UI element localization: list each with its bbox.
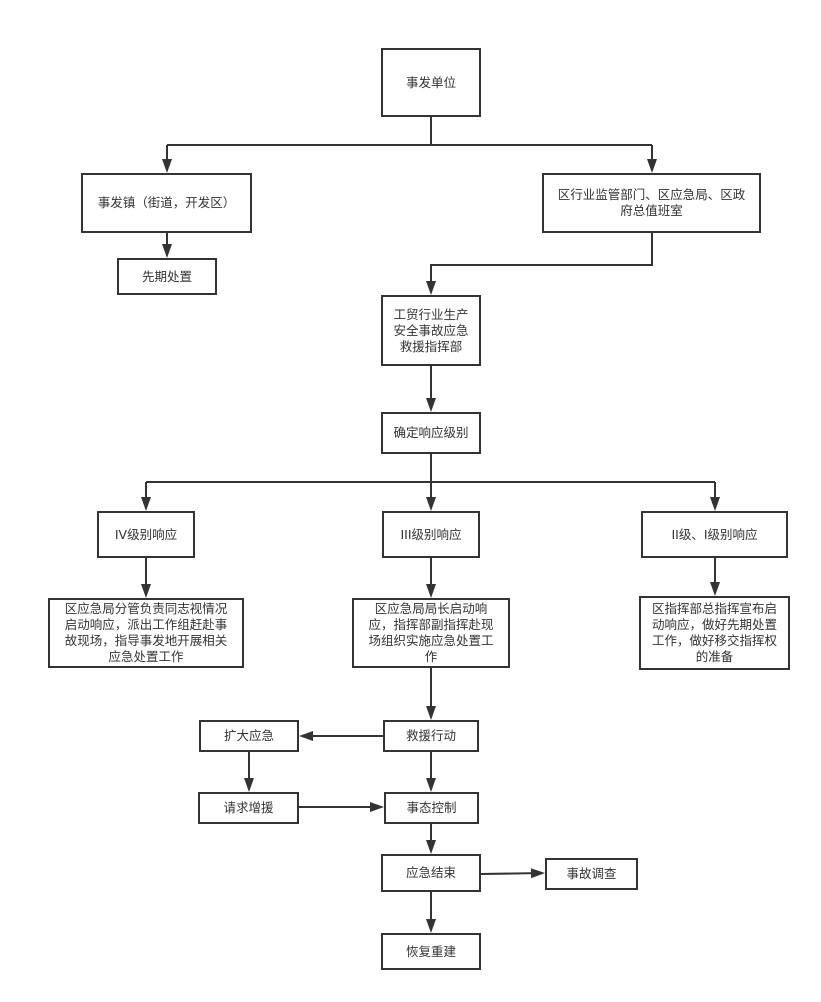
node-request: 请求增援 bbox=[198, 792, 299, 824]
node-label: 工作，做好移交指挥权 bbox=[651, 633, 777, 648]
arrowhead-icon bbox=[370, 802, 384, 812]
arrowhead-icon bbox=[299, 731, 313, 741]
node-l21: II级、I级别响应 bbox=[641, 511, 788, 558]
arrowhead-icon bbox=[426, 778, 436, 792]
node-label: 救援行动 bbox=[405, 728, 456, 743]
node-label: 府总值班室 bbox=[620, 203, 683, 218]
arrowhead-icon bbox=[710, 497, 720, 511]
node-label: 场组织实施应急处置工 bbox=[368, 633, 494, 648]
node-prior: 先期处置 bbox=[117, 258, 217, 295]
arrowhead-icon bbox=[426, 584, 436, 598]
node-label: 的准备 bbox=[695, 649, 734, 664]
arrowhead-icon bbox=[141, 497, 151, 511]
node-label: 工贸行业生产 bbox=[393, 306, 469, 322]
node-hq: 工贸行业生产安全事故应急救援指挥部 bbox=[381, 295, 481, 366]
node-label: 确定响应级别 bbox=[393, 425, 469, 440]
node-label: 应急结束 bbox=[405, 865, 456, 880]
node-l4d: 区应急局分管负责同志视情况启动响应，派出工作组赶赴事故现场，指导事发地开展相关应… bbox=[48, 598, 244, 668]
node-label: 区指挥部总指挥宣布启 bbox=[651, 601, 777, 616]
node-label: IV级别响应 bbox=[114, 526, 178, 542]
node-label: 启动响应，派出工作组赶赴事 bbox=[64, 617, 228, 632]
node-rebuild: 恢复重建 bbox=[381, 933, 481, 970]
node-source: 事发单位 bbox=[381, 48, 481, 117]
node-label: 区行业监管部门、区应急局、区政 bbox=[557, 187, 746, 202]
node-level: 确定响应级别 bbox=[381, 412, 481, 454]
node-control: 事态控制 bbox=[384, 792, 479, 824]
node-l21d: 区指挥部总指挥宣布启动响应，做好先期处置工作，做好移交指挥权的准备 bbox=[639, 596, 790, 670]
node-label: 作 bbox=[424, 649, 438, 664]
node-label: 先期处置 bbox=[141, 268, 192, 284]
arrowhead-icon bbox=[162, 159, 172, 173]
connector-line bbox=[430, 233, 653, 285]
node-end: 应急结束 bbox=[381, 854, 481, 892]
node-label: 故现场，指导事发地开展相关 bbox=[64, 633, 228, 648]
arrowhead-icon bbox=[244, 778, 254, 792]
node-label: 扩大应急 bbox=[223, 728, 274, 743]
node-label: 救援指挥部 bbox=[399, 338, 463, 354]
node-expand: 扩大应急 bbox=[199, 720, 299, 752]
node-town: 事发镇（街道，开发区） bbox=[81, 173, 252, 233]
arrowhead-icon bbox=[426, 919, 436, 933]
node-label: 区应急局分管负责同志视情况 bbox=[64, 601, 228, 616]
arrowhead-icon bbox=[162, 244, 172, 258]
node-label: 事故调查 bbox=[566, 866, 617, 881]
node-label: 安全事故应急 bbox=[393, 322, 469, 338]
node-label: 动响应，做好先期处置 bbox=[651, 617, 777, 632]
node-investigate: 事故调查 bbox=[545, 858, 638, 890]
node-rescue: 救援行动 bbox=[383, 720, 479, 752]
node-label: 事发单位 bbox=[405, 74, 456, 90]
arrowhead-icon bbox=[710, 582, 720, 596]
arrowhead-icon bbox=[141, 584, 151, 598]
node-district: 区行业监管部门、区应急局、区政府总值班室 bbox=[542, 173, 761, 233]
node-label: 区应急局局长启动响 bbox=[374, 601, 488, 616]
arrowhead-icon bbox=[426, 497, 436, 511]
node-l3: III级别响应 bbox=[382, 511, 480, 558]
node-label: 应，指挥部副指挥赴现 bbox=[368, 617, 494, 632]
node-label: 请求增援 bbox=[223, 800, 274, 815]
node-label: 事发镇（街道，开发区） bbox=[97, 195, 236, 210]
node-label: 恢复重建 bbox=[405, 943, 456, 959]
arrowhead-icon bbox=[647, 159, 657, 173]
arrowhead-icon bbox=[426, 398, 436, 412]
node-l4: IV级别响应 bbox=[97, 511, 195, 558]
arrowhead-icon bbox=[530, 868, 545, 879]
node-l3d: 区应急局局长启动响应，指挥部副指挥赴现场组织实施应急处置工作 bbox=[352, 598, 510, 668]
arrowhead-icon bbox=[426, 840, 436, 854]
arrowhead-icon bbox=[426, 281, 436, 295]
connector-line bbox=[480, 872, 536, 875]
node-label: III级别响应 bbox=[400, 526, 462, 542]
node-label: II级、I级别响应 bbox=[671, 526, 758, 542]
node-label: 应急处置工作 bbox=[108, 649, 184, 664]
node-label: 事态控制 bbox=[406, 800, 457, 815]
arrowhead-icon bbox=[426, 706, 436, 720]
